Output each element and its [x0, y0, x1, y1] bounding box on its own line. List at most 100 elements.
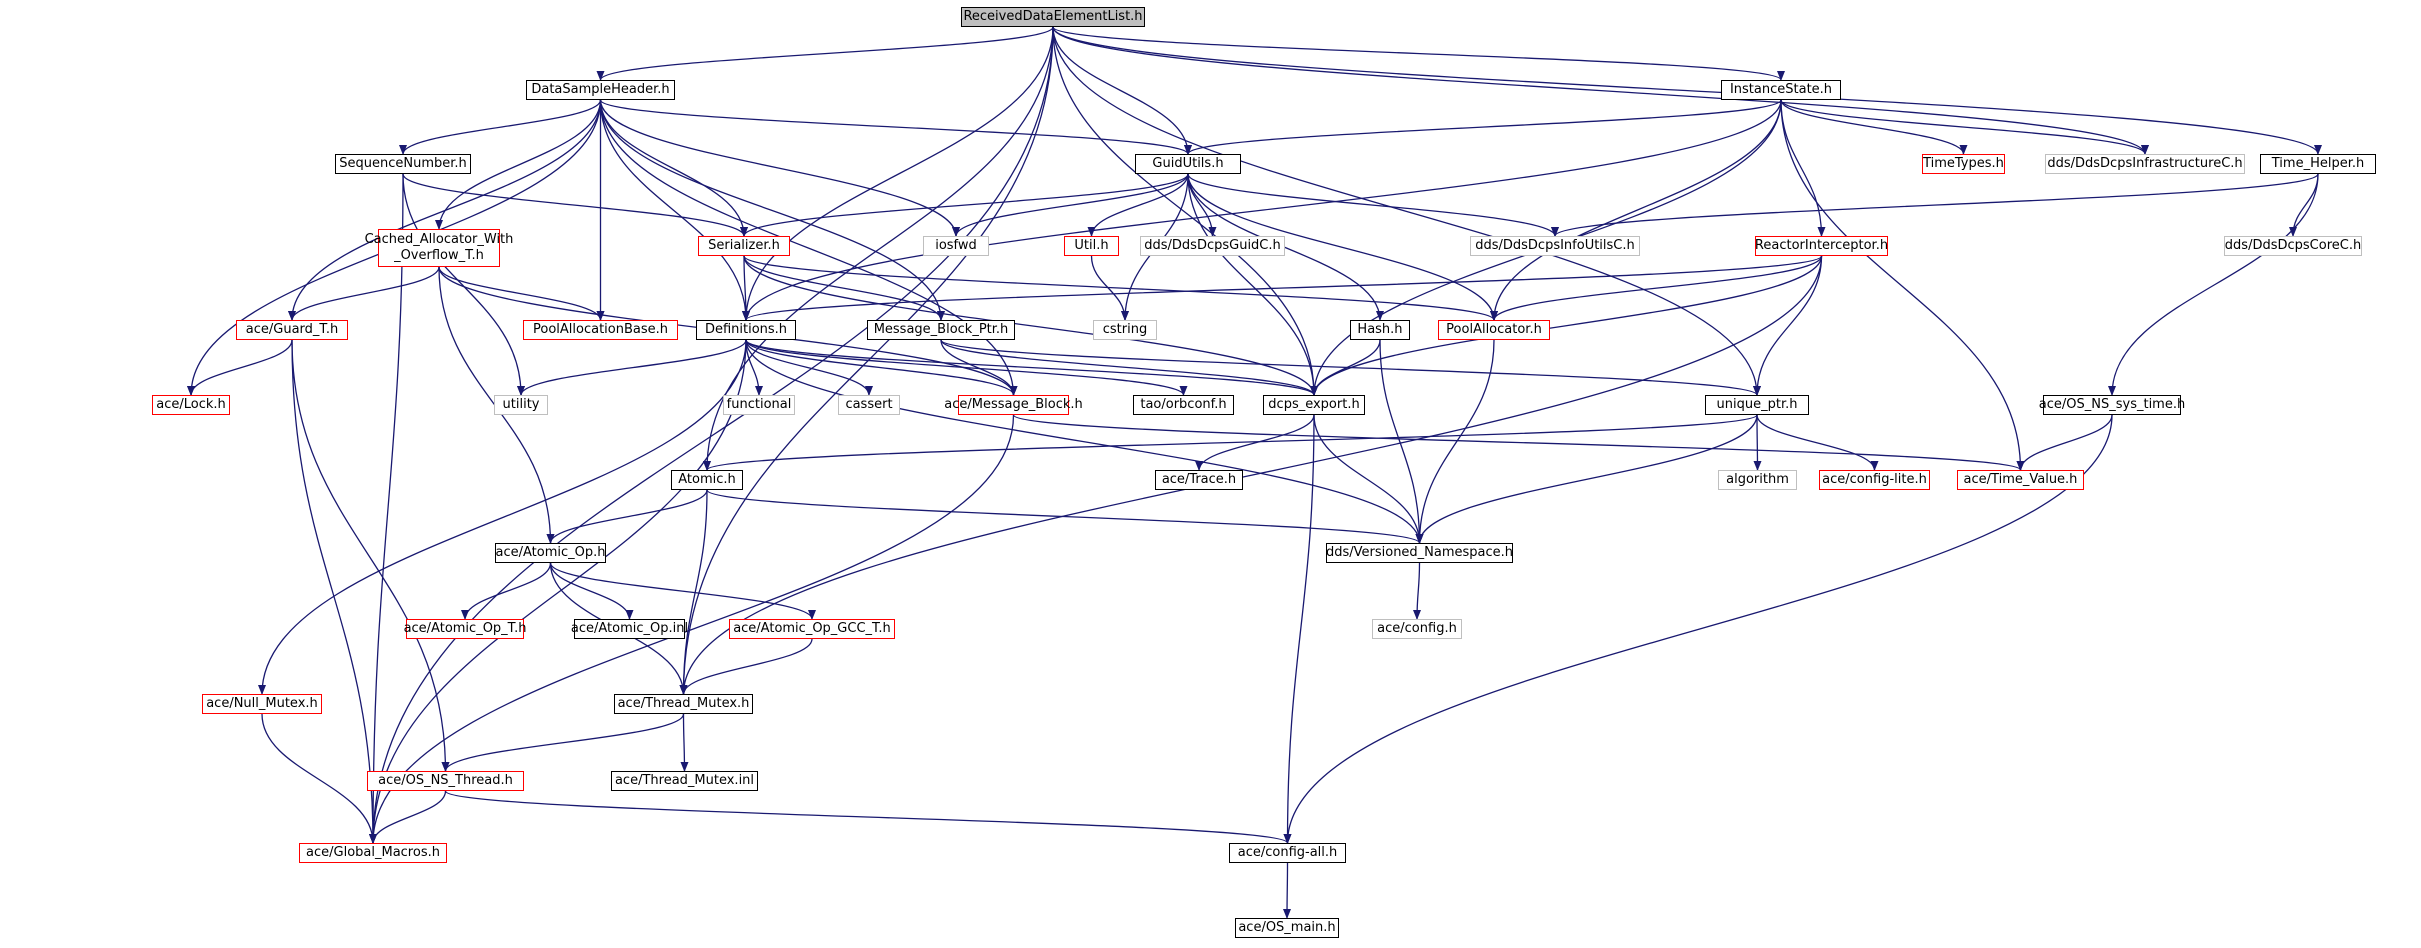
node-poolallocator-h[interactable]: PoolAllocator.h	[1438, 320, 1550, 340]
edge-is-to-ddi	[1780, 99, 2149, 155]
node-ace-atomic-op-inl[interactable]: ace/Atomic_Op.inl	[571, 619, 688, 639]
node-ace-time-value-h[interactable]: ace/Time_Value.h	[1957, 470, 2084, 490]
edge-dsh-to-iosfwd	[599, 99, 960, 237]
node-ace-atomic-op-gcc-t-h[interactable]: ace/Atomic_Op_GCC_T.h	[729, 619, 895, 639]
edge-dsh-to-ser	[599, 99, 748, 237]
node-ddsdcpsguidc-h: dds/DdsDcpsGuidC.h	[1140, 236, 1285, 256]
node-ace-thread-mutex-h[interactable]: ace/Thread_Mutex.h	[614, 694, 753, 714]
node-ace-guard-t-h[interactable]: ace/Guard_T.h	[236, 320, 348, 340]
node-instancestate-h[interactable]: InstanceState.h	[1721, 80, 1841, 100]
edge-dsh-to-gu	[599, 99, 1192, 155]
edge-def-to-utility	[517, 339, 747, 396]
edge-ost-to-tv	[2016, 414, 2113, 471]
edge-root-to-uptr	[1052, 26, 1761, 396]
edge-osth-to-gm	[369, 790, 447, 844]
node-receiveddataelementlist-h[interactable]: ReceivedDataElementList.h	[961, 7, 1145, 27]
edge-mb-to-tv	[1012, 414, 2025, 471]
edge-nm-to-gm	[261, 713, 377, 844]
edge-def-to-orbconf	[745, 339, 1188, 396]
node-poolallocationbase-h[interactable]: PoolAllocationBase.h	[523, 320, 678, 340]
node-guidutils-h[interactable]: GuidUtils.h	[1135, 154, 1241, 174]
edge-dsh-to-mbp	[599, 99, 945, 321]
edge-dcps-to-vn	[1313, 414, 1424, 544]
edge-guard-to-osth	[291, 339, 450, 772]
edge-hash-to-dcps	[1310, 339, 1381, 396]
node-unique-ptr-h[interactable]: unique_ptr.h	[1705, 395, 1809, 415]
edge-seq-to-utility	[402, 173, 525, 396]
node-dds-versioned-namespace-h[interactable]: dds/Versioned_Namespace.h	[1326, 543, 1513, 563]
edge-vn-to-conf	[1413, 562, 1422, 620]
node-ace-trace-h[interactable]: ace/Trace.h	[1155, 470, 1243, 490]
node-timetypes-h[interactable]: TimeTypes.h	[1922, 154, 2005, 174]
edge-uptr-to-vn	[1415, 414, 1758, 544]
node-util-h[interactable]: Util.h	[1064, 236, 1119, 256]
edge-gu-to-diu	[1187, 173, 1559, 237]
edge-aop-to-aopt	[461, 562, 552, 620]
node-ace-config-lite-h[interactable]: ace/config-lite.h	[1819, 470, 1930, 490]
edge-ost-to-ca	[1283, 414, 2113, 844]
edge-def-to-dcps	[745, 339, 1318, 396]
node-atomic-h[interactable]: Atomic.h	[671, 470, 743, 490]
node-ace-atomic-op-h[interactable]: ace/Atomic_Op.h	[495, 543, 606, 563]
edge-ri-to-def	[742, 255, 1823, 321]
node-cached-allocator-with-overflow-t-h[interactable]: Cached_Allocator_With _Overflow_T.h	[365, 229, 513, 267]
edge-uptr-to-algo	[1753, 414, 1762, 471]
edge-th-to-dcc	[2289, 173, 2319, 237]
edge-gu-to-gc	[1187, 173, 1217, 237]
edge-atomic-to-vn	[706, 489, 1424, 544]
node-ace-os-main-h[interactable]: ace/OS_main.h	[1235, 918, 1339, 938]
edge-cao-to-guard	[288, 266, 440, 321]
node-ace-thread-mutex-inl[interactable]: ace/Thread_Mutex.inl	[611, 771, 758, 791]
edge-util-to-cstring	[1090, 255, 1129, 321]
edge-root-to-gm	[369, 26, 1054, 844]
node-time-helper-h[interactable]: Time_Helper.h	[2260, 154, 2376, 174]
node-ace-global-macros-h[interactable]: ace/Global_Macros.h	[299, 843, 447, 863]
node-sequencenumber-h[interactable]: SequenceNumber.h	[335, 154, 471, 174]
node-ddsdcpsinfrastructurec-h: dds/DdsDcpsInfrastructureC.h	[2045, 154, 2245, 174]
edge-ca-to-osm	[1283, 862, 1292, 919]
edge-gu-to-pa	[1187, 173, 1498, 321]
node-message-block-ptr-h[interactable]: Message_Block_Ptr.h	[867, 320, 1015, 340]
edge-root-to-gu	[1052, 26, 1192, 155]
edge-is-to-tv	[1780, 99, 2025, 471]
node-ddsdcpsinfoutilsc-h: dds/DdsDcpsInfoUtilsC.h	[1470, 236, 1640, 256]
node-definitions-h[interactable]: Definitions.h	[696, 320, 796, 340]
edge-th-to-diu	[1551, 173, 2319, 237]
edge-osth-to-ca	[444, 790, 1292, 844]
edge-th-to-ost	[2108, 173, 2319, 396]
node-functional: functional	[723, 395, 795, 415]
node-ace-os-ns-sys-time-h[interactable]: ace/OS_NS_sys_time.h	[2039, 395, 2185, 415]
edge-root-to-ddi	[1052, 26, 2149, 155]
edge-uptr-to-atomic	[703, 414, 1758, 471]
node-serializer-h[interactable]: Serializer.h	[698, 236, 790, 256]
edge-seq-to-ser	[402, 173, 748, 237]
edge-guard-to-gm	[291, 339, 377, 844]
edge-seq-to-gm	[369, 173, 404, 844]
edge-dsh-to-cao	[435, 99, 602, 230]
node-ace-message-block-h[interactable]: ace/Message_Block.h	[944, 395, 1083, 415]
node-reactorinterceptor-h[interactable]: ReactorInterceptor.h	[1755, 236, 1888, 256]
edge-atomic-to-tm	[679, 489, 708, 695]
edge-ri-to-uptr	[1753, 255, 1823, 396]
edge-ser-to-pa	[743, 255, 1498, 321]
node-cstring: cstring	[1093, 320, 1157, 340]
node-dcps-export-h[interactable]: dcps_export.h	[1263, 395, 1365, 415]
edge-uptr-to-cl	[1756, 414, 1879, 471]
node-ace-atomic-op-t-h[interactable]: ace/Atomic_Op_T.h	[404, 619, 526, 639]
node-utility: utility	[494, 395, 548, 415]
node-ace-os-ns-thread-h[interactable]: ace/OS_NS_Thread.h	[367, 771, 524, 791]
node-tao-orbconf-h[interactable]: tao/orbconf.h	[1133, 395, 1234, 415]
node-ace-config-h: ace/config.h	[1372, 619, 1462, 639]
node-datasampleheader-h[interactable]: DataSampleHeader.h	[526, 80, 675, 100]
edge-dsh-to-mb	[599, 99, 1018, 396]
edge-is-to-gu	[1184, 99, 1782, 155]
edge-ri-to-dcps	[1310, 255, 1823, 396]
node-ace-config-all-h[interactable]: ace/config-all.h	[1229, 843, 1346, 863]
node-ace-lock-h[interactable]: ace/Lock.h	[152, 395, 230, 415]
edge-ri-to-tm	[679, 255, 1823, 695]
edge-root-to-dcps	[1052, 26, 1318, 396]
edge-def-to-cassert	[745, 339, 873, 396]
node-hash-h[interactable]: Hash.h	[1350, 320, 1410, 340]
edge-pa-to-vn	[1415, 339, 1495, 544]
node-ace-null-mutex-h[interactable]: ace/Null_Mutex.h	[202, 694, 322, 714]
